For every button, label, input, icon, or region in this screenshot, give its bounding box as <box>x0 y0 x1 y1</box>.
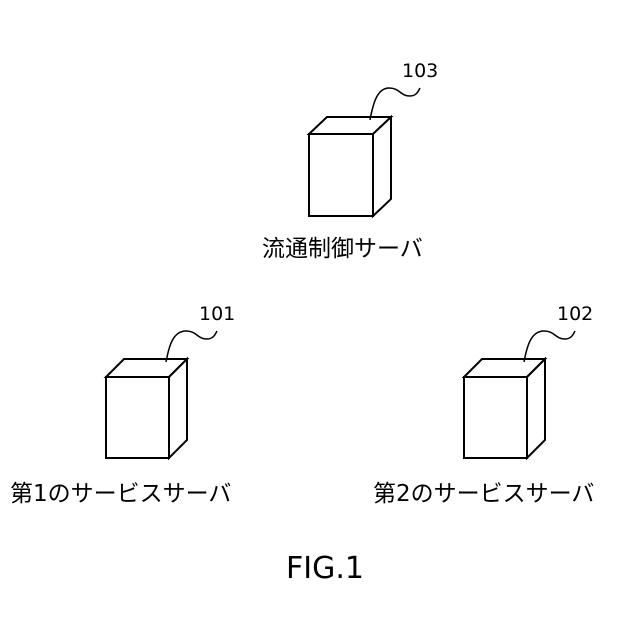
server-box-102 <box>464 359 545 458</box>
ref-label-102: 102 <box>557 303 593 325</box>
ref-label-103: 103 <box>402 60 438 82</box>
server-name-service2: 第2のサービスサーバ <box>373 474 594 508</box>
server-name-control: 流通制御サーバ <box>262 229 423 263</box>
leader-line-102 <box>524 331 575 362</box>
figure-label: FIG.1 <box>286 551 364 586</box>
server-name-service1: 第1のサービスサーバ <box>10 474 231 508</box>
leader-line-101 <box>166 331 217 362</box>
leader-line-103 <box>370 88 420 120</box>
server-box-101 <box>106 359 187 458</box>
ref-label-101: 101 <box>199 303 235 325</box>
server-box-103 <box>309 117 391 216</box>
